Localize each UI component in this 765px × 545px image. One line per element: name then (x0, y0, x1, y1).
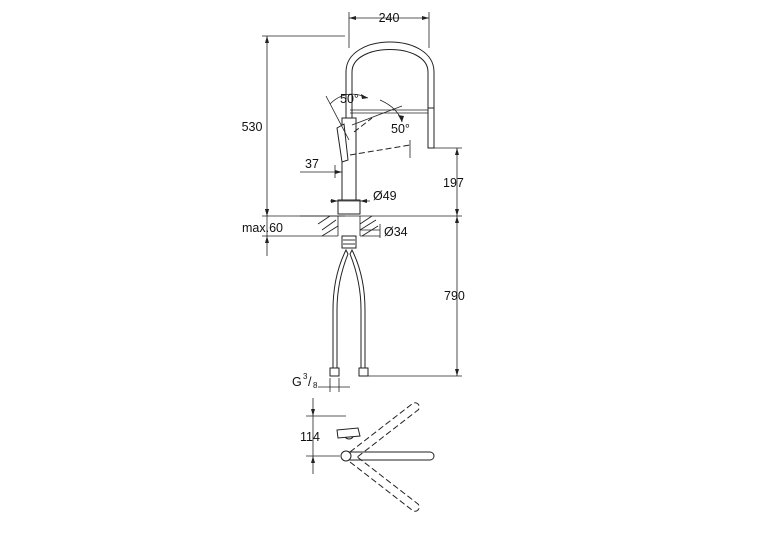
dimension-max-60: max.60 (242, 209, 300, 256)
dimension-37: 37 (300, 157, 342, 178)
label-790: 790 (444, 289, 465, 303)
dimension-diameter-49: Ø49 (330, 189, 397, 203)
spray-angle-indicator: 50° 50° (325, 92, 411, 158)
label-diameter-34: Ø34 (384, 225, 408, 239)
faucet-body (336, 41, 435, 215)
dimension-530: 530 (242, 35, 345, 217)
label-240: 240 (379, 11, 400, 25)
dimension-197: 197 (434, 147, 464, 216)
countertop-section (300, 215, 462, 249)
label-197: 197 (443, 176, 464, 190)
label-max-60: max.60 (242, 221, 283, 235)
label-connection-slash: / (308, 375, 312, 389)
label-37: 37 (305, 157, 319, 171)
dimension-790: 790 (368, 216, 465, 377)
label-angle-right: 50° (391, 122, 410, 136)
label-connection-denominator: 8 (313, 381, 318, 390)
supply-hoses (329, 248, 369, 377)
label-connection-numerator: 3 (303, 372, 308, 381)
label-connection: G (292, 375, 302, 389)
label-angle-left: 50° (340, 92, 359, 106)
plan-view: 114 (300, 398, 435, 512)
label-114: 114 (300, 430, 320, 444)
dimension-diameter-34: Ø34 (360, 224, 408, 239)
label-diameter-49: Ø49 (373, 189, 397, 203)
dimension-240: 240 (348, 11, 430, 48)
connection-thread: G 3 / 8 (292, 372, 350, 392)
label-530: 530 (242, 120, 263, 134)
